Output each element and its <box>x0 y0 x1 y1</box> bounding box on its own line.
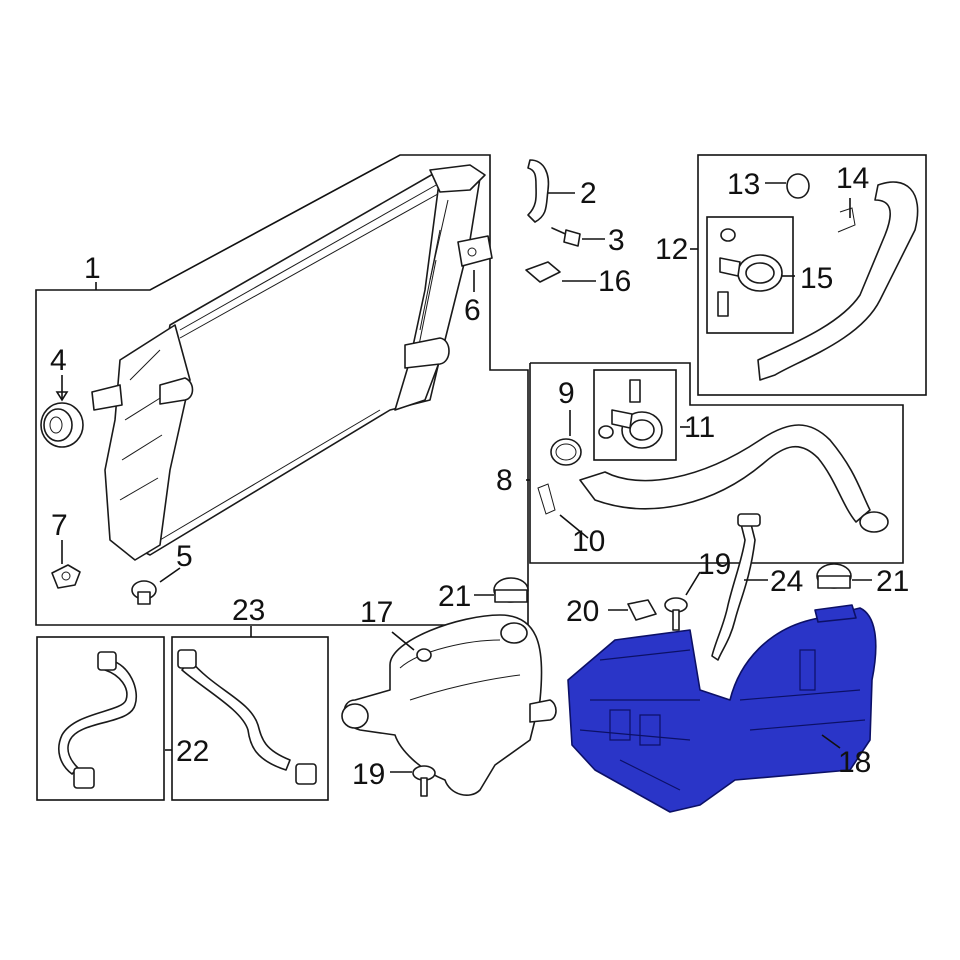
hose-part-8 <box>579 424 871 523</box>
callout-16: 16 <box>598 265 631 298</box>
cap-part-21-left <box>493 577 529 603</box>
oring-part-13 <box>786 173 810 199</box>
callout-5: 5 <box>176 540 193 573</box>
callout-10: 10 <box>572 525 605 558</box>
hose-8-frame <box>529 362 904 564</box>
callout-15: 15 <box>800 262 833 295</box>
clamp-15-frame <box>706 216 794 334</box>
hose-23-frame <box>171 636 329 801</box>
callout-2: 2 <box>580 177 597 210</box>
bolt-part-3 <box>551 227 581 247</box>
callout-4: 4 <box>50 344 67 377</box>
hose-12-frame <box>697 154 927 396</box>
callout-9: 9 <box>558 377 575 410</box>
callout-8: 8 <box>496 464 513 497</box>
clamp-part-2 <box>527 159 550 223</box>
callout-21-right: 21 <box>876 565 909 598</box>
callout-13: 13 <box>727 168 760 201</box>
reservoir-part-17 <box>341 614 557 796</box>
callout-6: 6 <box>464 294 481 327</box>
bolt-part-19-bottom <box>412 765 436 797</box>
radiator-frame <box>35 154 529 626</box>
hose-23-group <box>171 636 329 801</box>
drain-plug-part-5 <box>131 580 157 605</box>
callout-17: 17 <box>360 596 393 629</box>
tube-part-24 <box>711 519 756 661</box>
degas-tank-part-18-highlighted <box>567 604 877 813</box>
hardware-group <box>525 159 581 283</box>
clamp-part-11 <box>598 379 663 449</box>
hose-part-14 <box>757 181 919 381</box>
callout-14: 14 <box>836 162 869 195</box>
nut-part-16 <box>525 261 561 283</box>
lower-hose-group <box>529 362 904 564</box>
radiator-cap-part-4 <box>40 402 84 448</box>
callout-1: 1 <box>84 252 101 285</box>
callout-11: 11 <box>684 411 715 444</box>
clamp-11-frame <box>593 369 677 461</box>
callout-18: 18 <box>838 746 871 779</box>
bolt-part-19-top <box>664 597 688 631</box>
callout-3: 3 <box>608 224 625 257</box>
callout-19-top: 19 <box>698 548 731 581</box>
clamp-part-15 <box>717 228 783 317</box>
hose-22-group <box>36 636 165 801</box>
clip-part-20 <box>627 599 657 621</box>
callout-20: 20 <box>566 595 599 628</box>
callout-23: 23 <box>232 594 265 627</box>
callout-19-bottom: 19 <box>352 758 385 791</box>
upper-hose-group <box>697 154 927 396</box>
radiator-group <box>35 154 529 626</box>
oring-part-9 <box>550 438 582 466</box>
hose-22-frame <box>36 636 165 801</box>
callout-labels: 1 2 3 4 5 6 7 8 9 10 11 12 13 14 15 16 1… <box>50 162 909 791</box>
callout-12: 12 <box>655 233 688 266</box>
callout-7: 7 <box>51 509 68 542</box>
leader-lines <box>55 182 872 773</box>
callout-21-left: 21 <box>438 580 471 613</box>
radiator-core <box>91 164 486 561</box>
cap-part-21-right <box>816 563 852 589</box>
mount-bracket-part-6 <box>457 235 493 267</box>
callout-22: 22 <box>176 735 209 768</box>
drain-valve-part-7 <box>51 564 81 589</box>
callout-24: 24 <box>770 565 803 598</box>
